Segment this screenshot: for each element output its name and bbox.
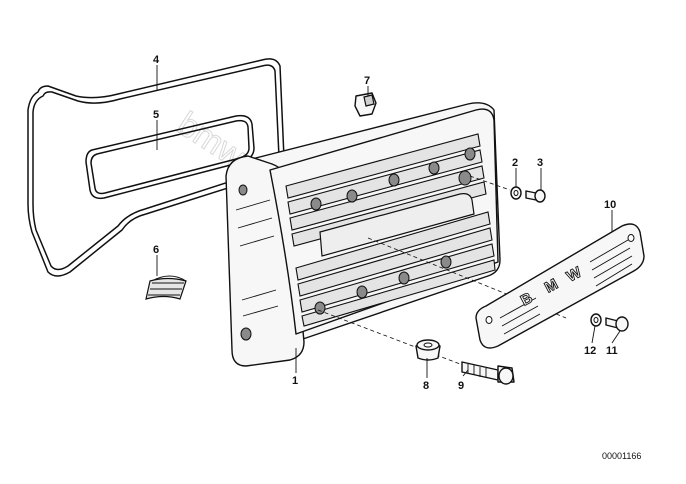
callout-5: 5 (153, 109, 159, 121)
spring (145, 275, 187, 300)
callout-8: 8 (423, 380, 429, 392)
clip (354, 92, 377, 117)
callout-3: 3 (537, 157, 543, 169)
screw-11 (605, 316, 629, 332)
callout-7: 7 (364, 75, 370, 87)
bolt-9 (461, 361, 515, 385)
valve-cover (225, 102, 501, 367)
callout-12: 12 (584, 345, 596, 357)
document-id: 00001166 (602, 451, 641, 461)
callout-labels: 1 2 3 4 5 6 7 8 9 10 11 12 (153, 54, 618, 392)
callout-4: 4 (153, 54, 160, 66)
callout-11: 11 (606, 345, 618, 357)
callout-10: 10 (604, 199, 616, 211)
washer-12 (590, 313, 602, 327)
screw-3 (525, 189, 546, 203)
grommet-8 (415, 339, 441, 361)
outer-gasket (27, 58, 285, 277)
washer-2 (510, 186, 522, 200)
emblem-plate: B M W (475, 223, 645, 349)
callout-1: 1 (292, 375, 298, 387)
callout-9: 9 (458, 380, 464, 392)
leader-lines (156, 65, 621, 378)
callout-6: 6 (153, 244, 159, 256)
callout-2: 2 (512, 157, 518, 169)
